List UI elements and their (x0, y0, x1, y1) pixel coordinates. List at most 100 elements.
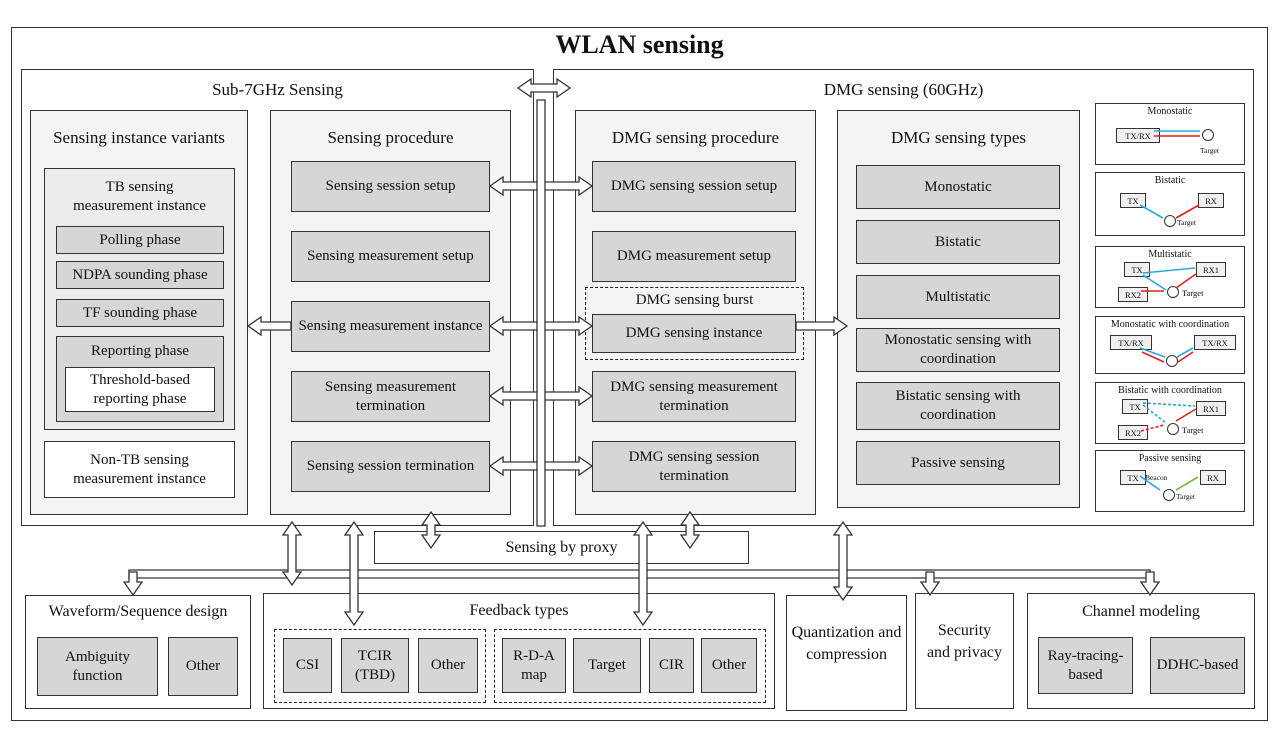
rx1-node: RX1 (1196, 401, 1226, 416)
tx-node: TX (1120, 470, 1146, 485)
dmg-session-termination: DMG sensing session termination (592, 441, 796, 492)
dmg-bus-arrow (832, 520, 854, 602)
target-circle (1163, 489, 1175, 501)
ddhc-based: DDHC-based (1150, 637, 1245, 694)
type-bistatic-coordination: Bistatic sensing with coordination (856, 382, 1060, 430)
feedback-group-1 (274, 629, 486, 703)
rx2-node: RX2 (1118, 287, 1148, 302)
tx-signal-arrow (1142, 402, 1196, 407)
txrx-node: TX/RX (1194, 335, 1236, 350)
rx2-node: RX2 (1118, 425, 1148, 440)
target-circle (1167, 423, 1179, 435)
security-drop-arrow (919, 571, 941, 597)
target-circle (1166, 355, 1178, 367)
illus-passive-sensing: Passive sensing TX Beacon RX Target (1095, 450, 1245, 512)
security-label: Security and privacy (926, 622, 1003, 662)
non-tb-instance: Non-TB sensing measurement instance (44, 441, 235, 498)
sensing-measurement-termination: Sensing measurement termination (291, 371, 490, 422)
sub7-title: Sub-7GHz Sensing (212, 80, 343, 99)
target-label: Target (1176, 492, 1195, 501)
illus-monostatic-coordination: Monostatic with coordination TX/RX TX/RX (1095, 316, 1245, 374)
rx-signal-arrow (1140, 424, 1165, 432)
band-stem (536, 99, 546, 527)
dmg-procedure-title: DMG sensing procedure (611, 128, 780, 147)
to-variants-arrow (246, 315, 292, 337)
target-label: Target (1182, 288, 1204, 298)
txrx-node: TX/RX (1110, 335, 1152, 350)
sensing-measurement-setup: Sensing measurement setup (291, 231, 490, 282)
target-label: Target (1182, 425, 1204, 435)
illus-bistatic: Bistatic TX RX Target (1095, 172, 1245, 236)
feedback-tcir: TCIR (TBD) (341, 638, 409, 693)
feedback-title: Feedback types (469, 602, 569, 619)
sensing-procedure-title: Sensing procedure (327, 128, 454, 147)
tx-node: TX (1122, 399, 1148, 414)
sensing-measurement-instance: Sensing measurement instance (291, 301, 490, 352)
rx-signal-arrow (1177, 351, 1194, 363)
type-monostatic-coordination: Monostatic sensing with coordination (856, 328, 1060, 372)
proxy-label: Sensing by proxy (505, 539, 618, 556)
illus-monostatic-title: Monostatic (1147, 106, 1193, 117)
tx-signal-arrow (1142, 274, 1167, 291)
target-circle (1202, 129, 1214, 141)
channel-title: Channel modeling (1082, 603, 1200, 620)
sensing-session-setup: Sensing session setup (291, 161, 490, 212)
illus-bistatic-coordination-title: Bistatic with coordination (1118, 385, 1222, 396)
feedback-csi: CSI (283, 638, 332, 693)
rx1-node: RX1 (1196, 262, 1226, 277)
target-circle (1164, 215, 1176, 227)
illus-passive-sensing-title: Passive sensing (1138, 453, 1202, 464)
illus-bistatic-coordination: Bistatic with coordination TX RX1 RX2 Ta… (1095, 382, 1245, 444)
to-types-arrow (795, 315, 849, 337)
waveform-other: Other (168, 637, 238, 696)
illus-bistatic-title: Bistatic (1154, 175, 1186, 186)
target-label: Target (1177, 218, 1196, 227)
illus-multistatic: Multistatic TX RX1 RX2 Target (1095, 246, 1245, 308)
tx-signal-arrow (1139, 475, 1161, 491)
rx-signal-arrow (1141, 351, 1165, 363)
dmg-sensing-instance: DMG sensing instance (592, 314, 796, 353)
proxy-sub7-arrow (420, 510, 442, 550)
feedback-other-2: Other (701, 638, 757, 693)
band-link-arrow (516, 77, 572, 99)
dmg-measurement-termination: DMG sensing measurement termination (592, 371, 796, 422)
sensing-session-termination: Sensing session termination (291, 441, 490, 492)
reporting-phase-label: Reporting phase (91, 343, 189, 359)
threshold-reporting-phase: Threshold-based reporting phase (65, 367, 215, 412)
illus-multistatic-title: Multistatic (1148, 249, 1192, 260)
illus-monostatic-coordination-title: Monostatic with coordination (1110, 319, 1230, 330)
feedback-left-arrow (343, 520, 365, 627)
type-bistatic: Bistatic (856, 220, 1060, 264)
dmg-burst-label: DMG sensing burst (635, 292, 754, 308)
quantization-label: Quantization and compression (791, 624, 902, 664)
type-monostatic: Monostatic (856, 165, 1060, 209)
tx-signal-arrow (1139, 347, 1166, 358)
quantization-panel (786, 595, 907, 711)
type-multistatic: Multistatic (856, 275, 1060, 319)
channel-drop-arrow (1139, 571, 1161, 597)
rx-node: RX (1200, 470, 1226, 485)
dmg-session-setup: DMG sensing session setup (592, 161, 796, 212)
waveform-drop-arrow (122, 571, 144, 597)
rx-signal-arrow (1175, 204, 1200, 219)
feedback-target: Target (573, 638, 641, 693)
tx-signal-arrow (1139, 204, 1164, 219)
feedback-group-2 (494, 629, 766, 703)
ray-tracing-based: Ray-tracing-based (1038, 637, 1133, 694)
type-passive-sensing: Passive sensing (856, 441, 1060, 485)
dmg-title: DMG sensing (60GHz) (823, 80, 984, 99)
main-title: WLAN sensing (555, 30, 724, 59)
tx-signal-arrow (1176, 347, 1194, 358)
rx-signal-arrow (1175, 408, 1197, 422)
feedback-other-1: Other (418, 638, 478, 693)
feedback-right-arrow (632, 520, 654, 627)
dmg-types-title: DMG sensing types (890, 128, 1027, 147)
feedback-rda-map: R-D-A map (502, 638, 566, 693)
tb-instance-title: TB sensing measurement instance (73, 179, 206, 214)
illus-monostatic: Monostatic TX/RX Target (1095, 103, 1245, 165)
tf-sounding-phase: TF sounding phase (56, 299, 224, 327)
polling-phase: Polling phase (56, 226, 224, 254)
rx-node: RX (1198, 193, 1224, 208)
ndpa-sounding-phase: NDPA sounding phase (56, 261, 224, 289)
beacon-signal-arrow (1175, 476, 1199, 491)
